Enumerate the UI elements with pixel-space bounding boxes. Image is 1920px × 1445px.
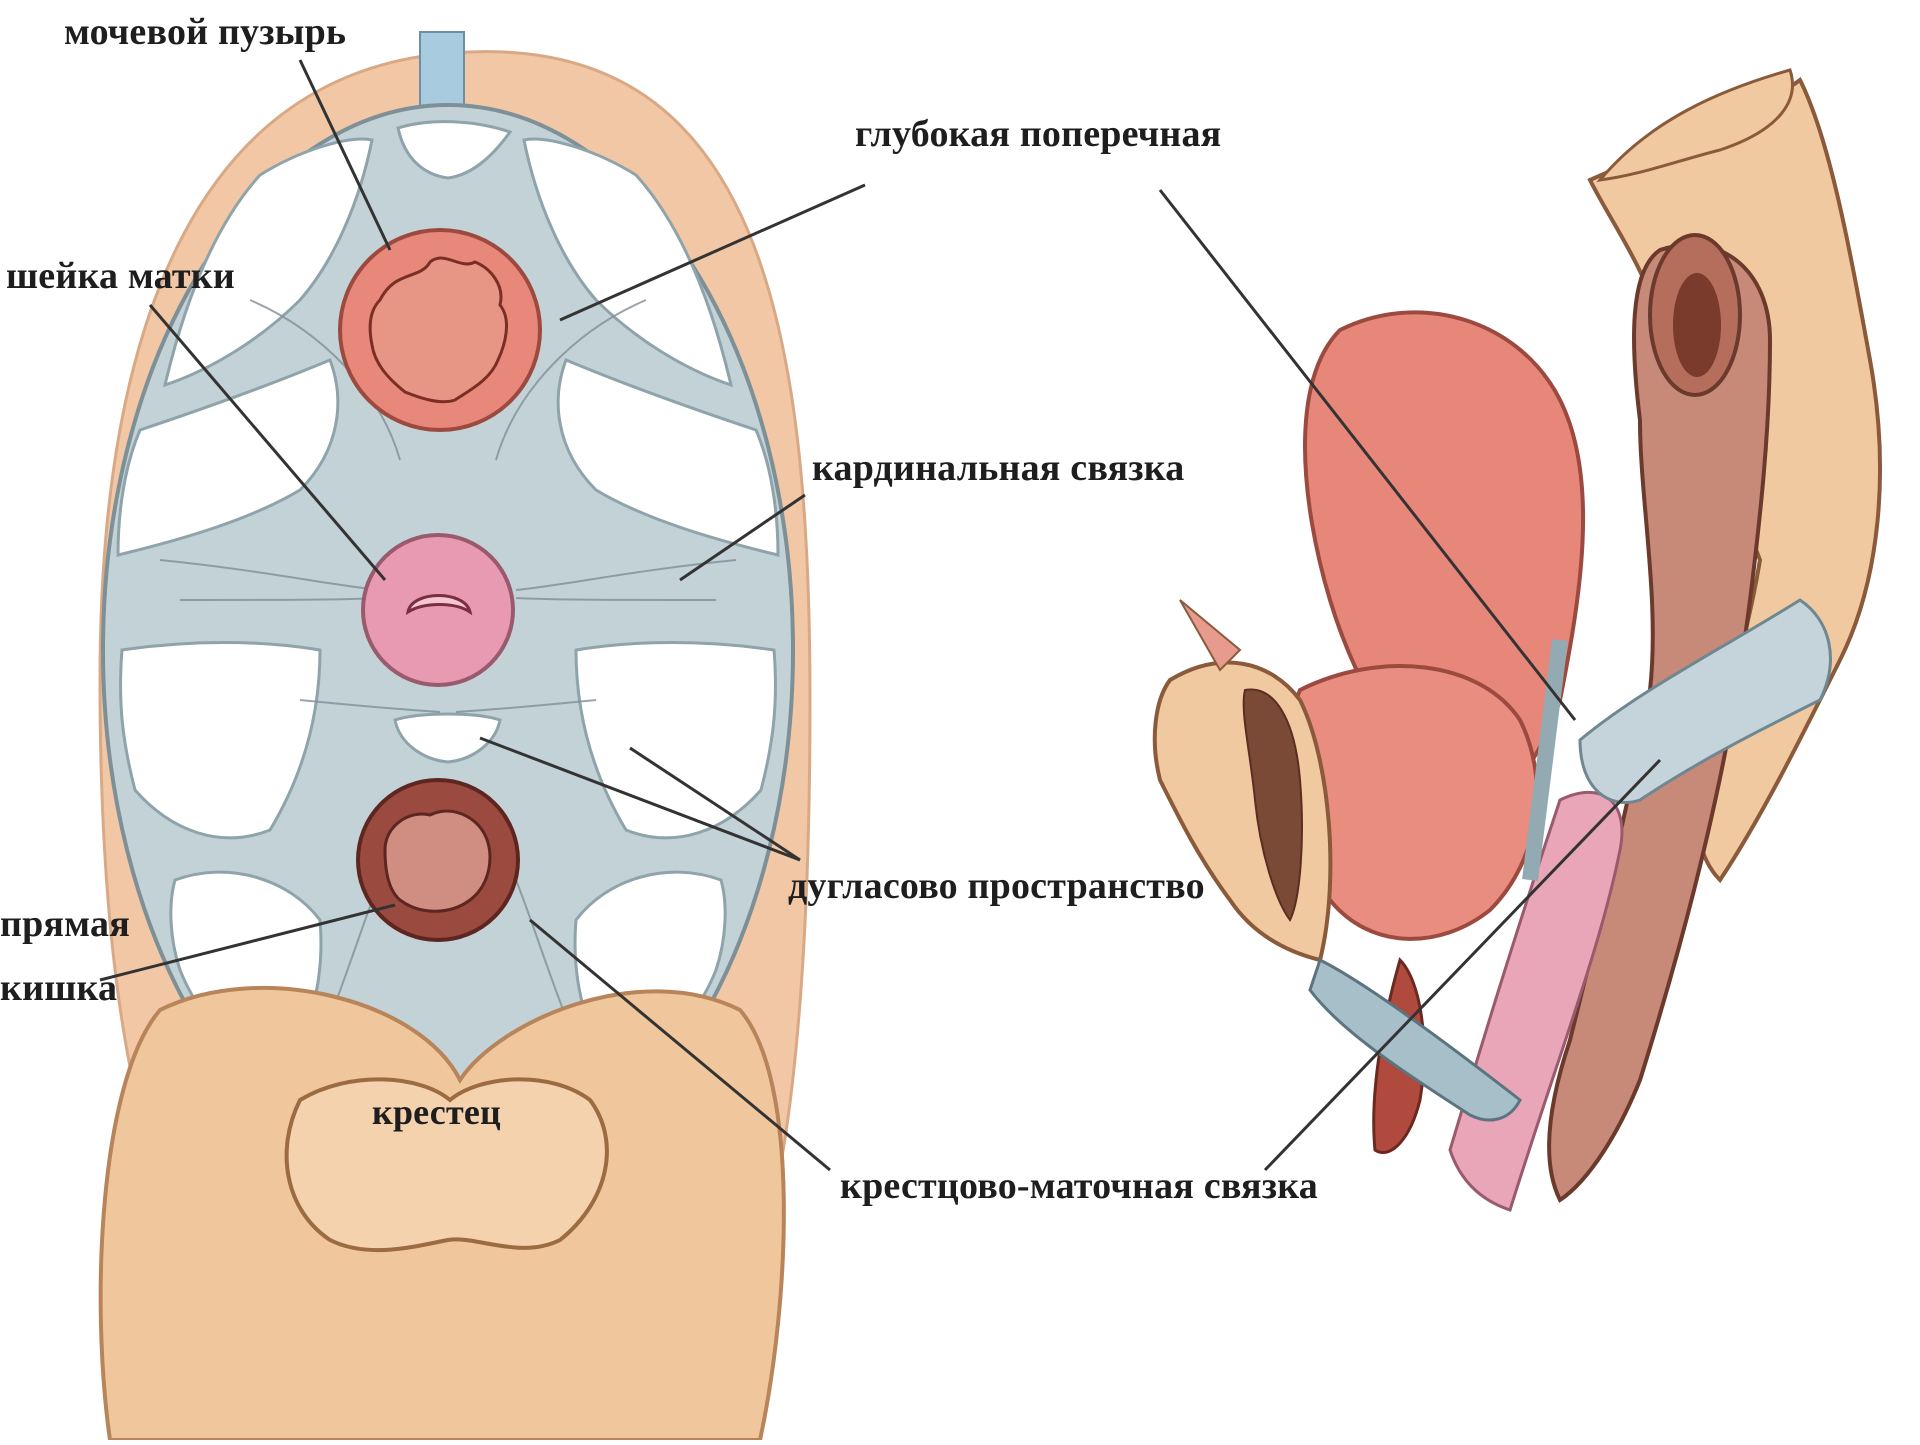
rectum bbox=[358, 780, 518, 940]
bladder bbox=[340, 230, 540, 430]
label-uterosacral-ligament: крестцово-маточная связка bbox=[840, 1164, 1318, 1208]
cervix bbox=[363, 535, 513, 685]
colon-lumen bbox=[1673, 273, 1721, 377]
label-cervix: шейка матки bbox=[6, 254, 235, 298]
label-rectum-line1: прямая bbox=[0, 902, 130, 946]
label-deep-transverse: глубокая поперечная bbox=[855, 112, 1221, 156]
label-sacrum: крестец bbox=[372, 1090, 501, 1134]
pubic-spike bbox=[1180, 600, 1240, 670]
label-rectum-line2: кишка bbox=[0, 966, 117, 1010]
pelvic-sagittal-view bbox=[1155, 70, 1880, 1210]
rectum-lumen bbox=[385, 811, 490, 911]
label-cardinal-ligament: кардинальная связка bbox=[812, 446, 1185, 490]
pubic-bone bbox=[1155, 663, 1331, 960]
label-bladder: мочевой пузырь bbox=[64, 10, 346, 54]
label-douglas-space: дугласово пространство bbox=[788, 864, 1205, 908]
pelvic-cross-section bbox=[100, 32, 810, 1440]
